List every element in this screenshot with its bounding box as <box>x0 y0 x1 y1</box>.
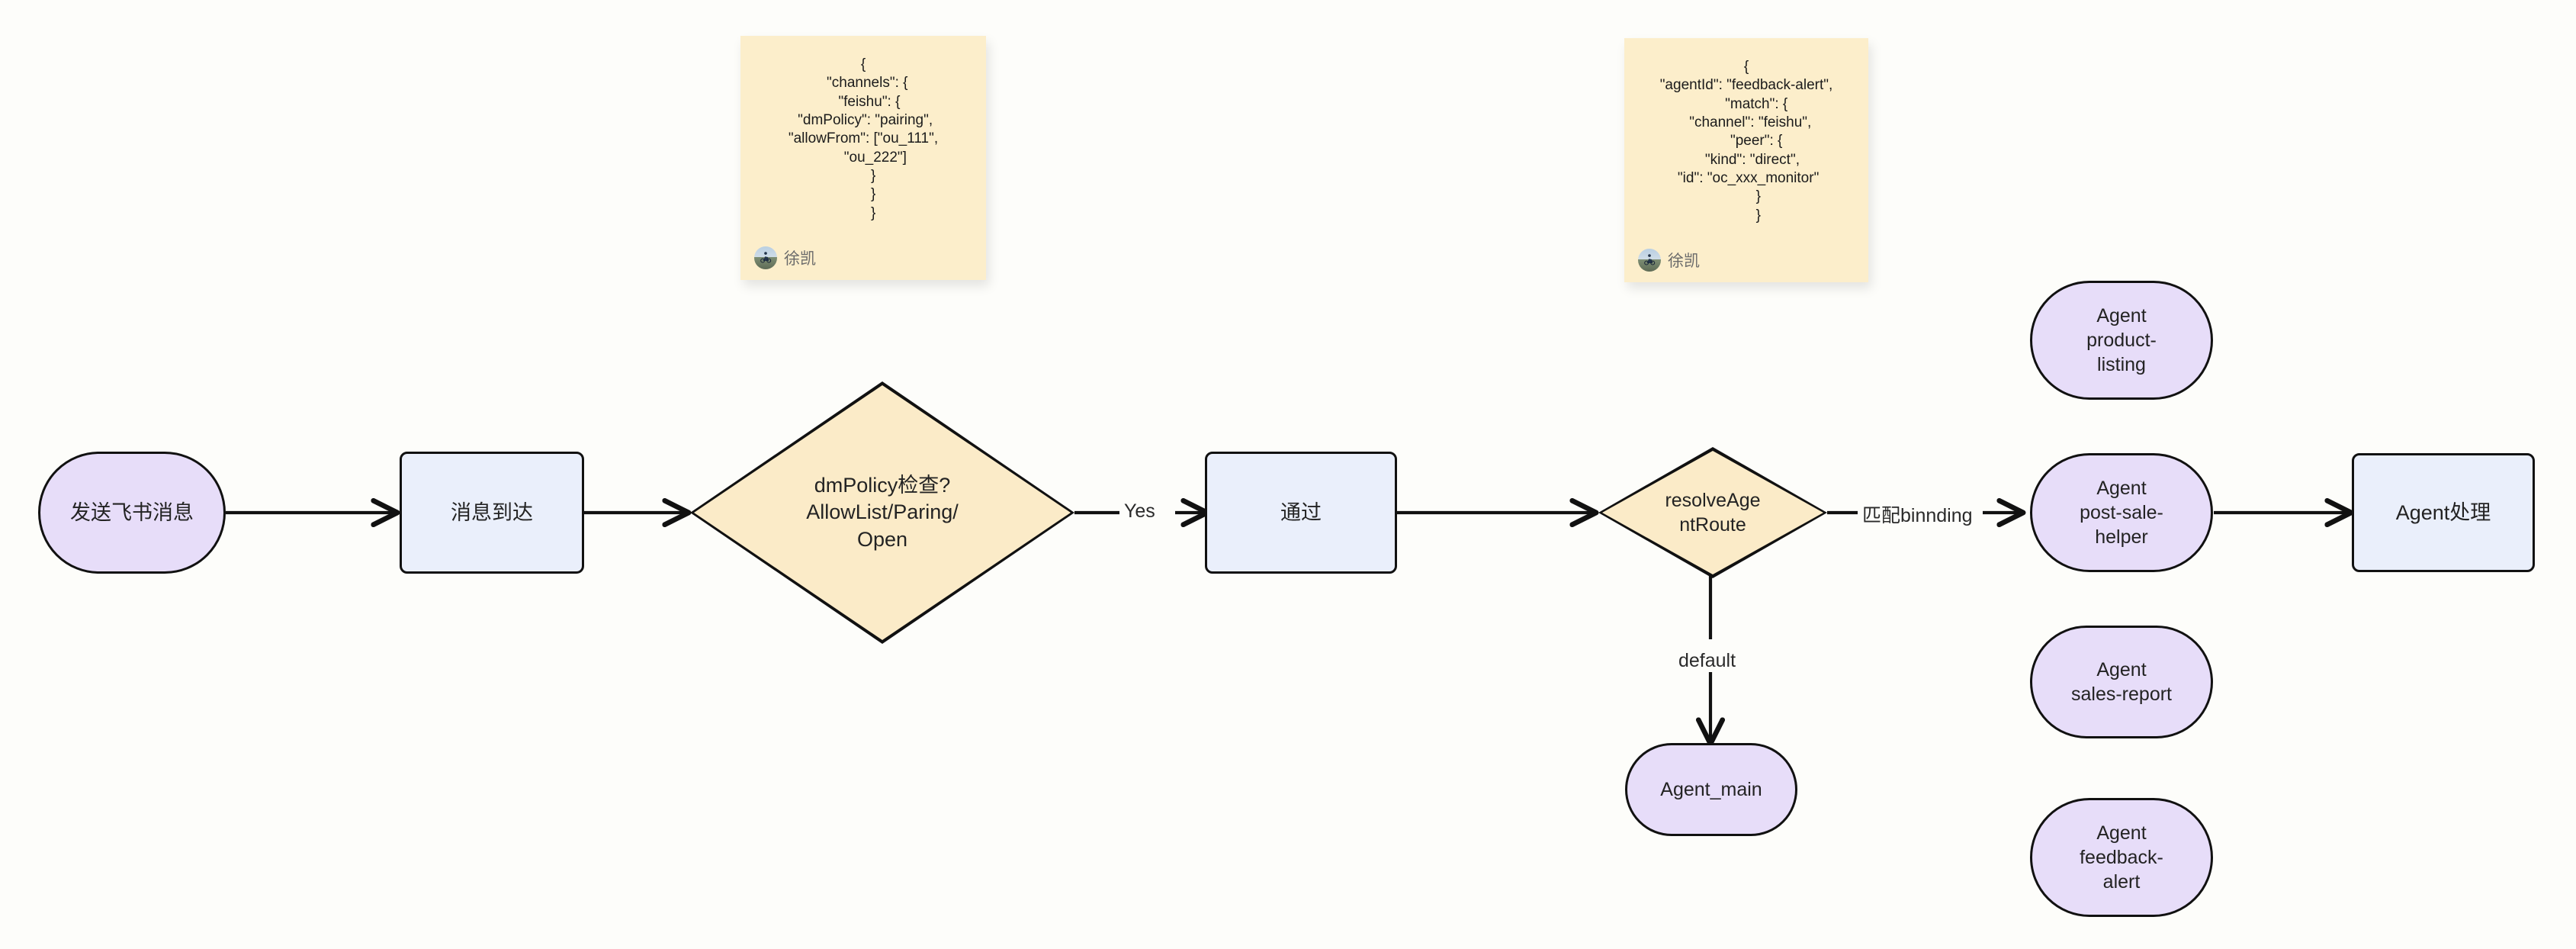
node-label: Agent处理 <box>2395 500 2491 524</box>
node-resolve-agent-route[interactable]: resolveAge ntRoute <box>1598 447 1827 578</box>
node-agent-post-sale-helper[interactable]: Agent post-sale- helper <box>2030 453 2213 572</box>
sticky-note-author: 徐凯 <box>754 246 972 269</box>
node-agent-product-listing[interactable]: Agent product- listing <box>2030 281 2213 400</box>
node-label: Agent post-sale- helper <box>2080 478 2163 548</box>
node-agent-feedback-alert[interactable]: Agent feedback- alert <box>2030 798 2213 917</box>
node-label: Agent sales-report <box>2071 659 2172 705</box>
edge-label-text: default <box>1678 650 1736 671</box>
node-agent-main[interactable]: Agent_main <box>1625 743 1797 836</box>
node-message-arrived[interactable]: 消息到达 <box>400 452 584 574</box>
edge-label-match-binding: 匹配binnding <box>1858 500 1977 528</box>
node-agent-process[interactable]: Agent处理 <box>2352 453 2535 572</box>
node-label: dmPolicy检查? AllowList/Paring/ Open <box>806 474 959 551</box>
node-label: Agent_main <box>1660 779 1762 800</box>
node-label: 发送飞书消息 <box>70 500 194 524</box>
node-label: Agent product- listing <box>2086 305 2157 375</box>
sticky-note-author: 徐凯 <box>1638 249 1855 272</box>
cyclist-glyph <box>1644 254 1656 265</box>
edge-label-text: 匹配binnding <box>1862 505 1973 526</box>
node-agent-sales-report[interactable]: Agent sales-report <box>2030 626 2213 738</box>
edge-label-text: Yes <box>1124 500 1155 522</box>
sticky-note-body: { "channels": { "feishu": { "dmPolicy": … <box>788 56 939 221</box>
edge-label-yes: Yes <box>1119 500 1160 523</box>
sticky-note-author-name: 徐凯 <box>1668 253 1700 270</box>
node-dmpolicy-check[interactable]: dmPolicy检查? AllowList/Paring/ Open <box>690 381 1074 644</box>
node-passed[interactable]: 通过 <box>1205 452 1397 574</box>
sticky-note-dmpolicy-config[interactable]: { "channels": { "feishu": { "dmPolicy": … <box>740 36 986 280</box>
cyclist-glyph <box>760 252 772 263</box>
sticky-note-agent-binding[interactable]: { "agentId": "feedback-alert", "match": … <box>1624 38 1868 282</box>
edge-label-default: default <box>1674 650 1741 672</box>
sticky-note-author-name: 徐凯 <box>784 250 816 268</box>
node-label: Agent feedback- alert <box>2080 822 2163 893</box>
node-label: resolveAge ntRoute <box>1665 489 1761 536</box>
cyclist-avatar-icon <box>754 246 777 269</box>
node-label: 通过 <box>1280 500 1322 524</box>
node-send-feishu-message[interactable]: 发送飞书消息 <box>38 452 226 574</box>
cyclist-avatar-icon <box>1638 249 1661 272</box>
node-label: 消息到达 <box>451 500 533 524</box>
sticky-note-body: { "agentId": "feedback-alert", "match": … <box>1659 59 1833 224</box>
